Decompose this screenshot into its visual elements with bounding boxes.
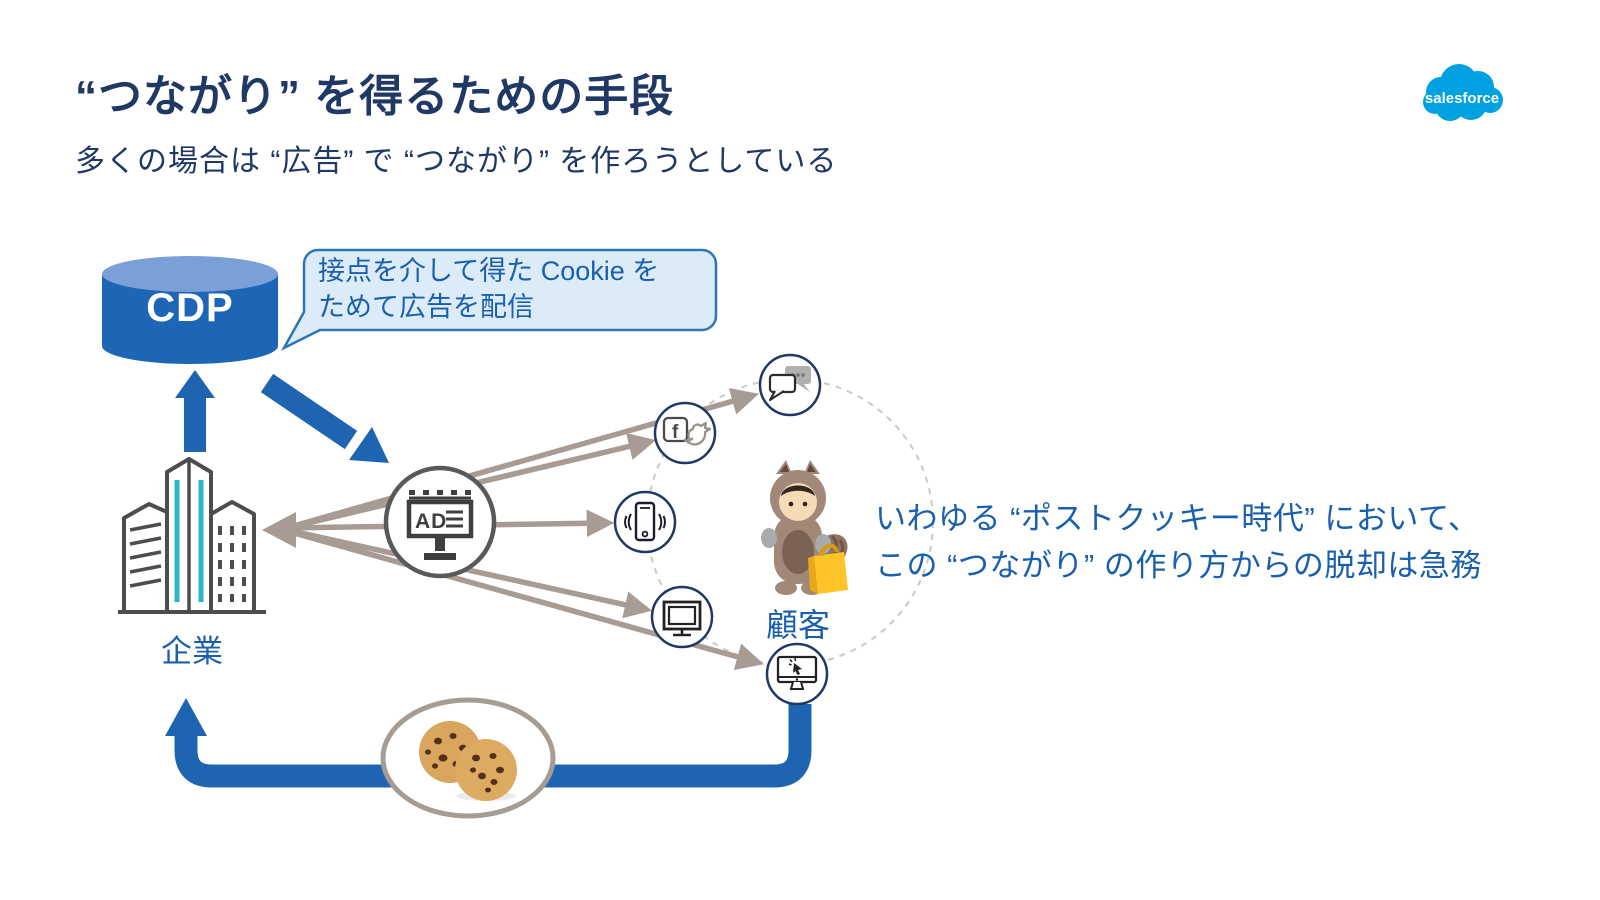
callout-shape	[280, 248, 718, 351]
company-building	[118, 457, 266, 614]
astro-mascot	[761, 460, 848, 595]
cloud-icon	[1423, 64, 1503, 121]
chat-touchpoint	[758, 353, 822, 417]
buildings-icon	[118, 457, 266, 614]
salesforce-logo: salesforce	[1423, 64, 1503, 121]
note-line2: この “つながり” の作り方からの脱却は急務	[875, 547, 1482, 583]
smartphone-icon	[624, 501, 666, 542]
monitor-icon	[662, 600, 702, 637]
phone-touchpoint	[613, 490, 677, 554]
arrow-into-company	[262, 512, 296, 548]
svg-text:f: f	[672, 422, 679, 443]
callout-line1: 接点を介して得た Cookie を	[318, 256, 660, 286]
building-accent-lines	[174, 480, 204, 602]
company-label: 企業	[161, 634, 223, 669]
chat-bubbles-icon	[768, 366, 811, 402]
ad-label: AD	[415, 510, 447, 533]
cdp-label: CDP	[146, 286, 234, 330]
note-text: いわゆる “ポストクッキー時代” において、 この “つながり” の作り方からの…	[875, 496, 1482, 589]
facebook-icon: f	[662, 416, 689, 443]
cookies-icon	[419, 721, 517, 801]
database-icon	[102, 256, 278, 364]
arrow-company-to-cdp	[175, 370, 215, 452]
social-touchpoint: f	[653, 401, 717, 465]
astro-character-icon	[761, 460, 848, 595]
cookie-badge	[380, 697, 556, 819]
twitter-icon	[683, 421, 712, 446]
cdp-cylinder: CDP	[100, 252, 280, 368]
monitor-touchpoint	[650, 585, 714, 649]
callout-line2: ためて広告を配信	[318, 291, 534, 322]
customer-label: 顧客	[765, 607, 830, 643]
billboard-ad-icon: AD	[406, 490, 474, 560]
note-line1: いわゆる “ポストクッキー時代” において、	[875, 501, 1480, 536]
brand-text: salesforce	[1425, 90, 1499, 107]
computer-cursor-icon	[776, 655, 818, 690]
shopping-bag-icon	[808, 543, 848, 594]
page-title: “つながり” を得るための手段	[75, 72, 675, 121]
callout-bubble: 接点を介して得た Cookie を ためて広告を配信	[278, 246, 718, 352]
web-touchpoint	[765, 642, 829, 706]
page-subtitle: 多くの場合は “広告” で “つながり” を作ろうとしている	[75, 145, 838, 178]
arrow-cdp-to-ad	[260, 373, 389, 463]
ad-circle: AD	[383, 465, 497, 579]
